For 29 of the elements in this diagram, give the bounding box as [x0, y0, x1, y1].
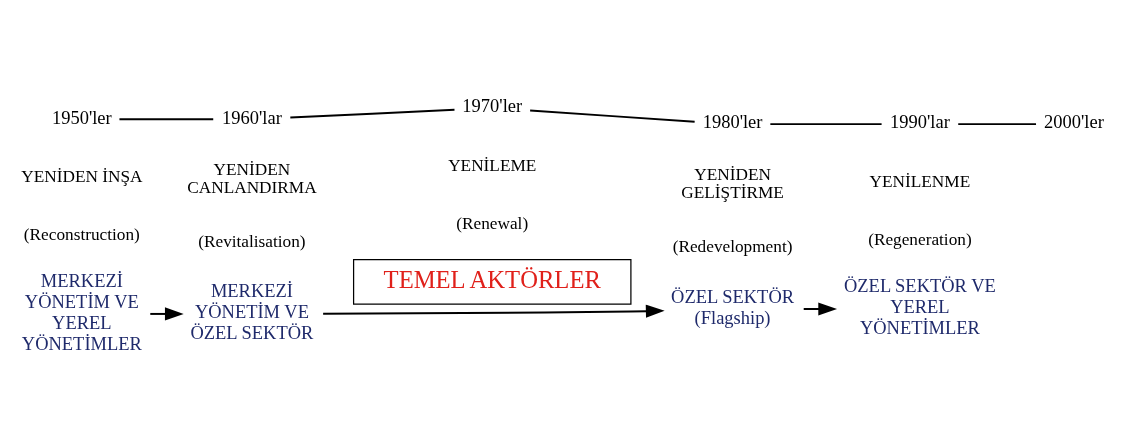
node-text: 1970'ler	[462, 96, 523, 117]
label: YENİLEME	[448, 155, 537, 175]
label: (Reconstruction)	[23, 224, 140, 244]
label: YENİDEN GELİŞTİRME	[681, 164, 784, 203]
label: YENİDEN İNŞA	[21, 166, 143, 186]
label: (Revitalisation)	[198, 232, 306, 252]
node-box: TEMEL AKTÖRLER	[353, 259, 632, 305]
node-text: 1990'lar	[890, 112, 950, 133]
node-text: 1960'lar	[222, 107, 282, 128]
label: YENİDEN CANLANDIRMA	[187, 159, 317, 198]
label: (Renewal)	[456, 213, 529, 233]
node-text: 1950'ler	[51, 107, 112, 128]
connector	[769, 123, 883, 126]
label: (Regeneration)	[868, 229, 972, 249]
connector	[529, 109, 696, 123]
label: YENİLENME	[869, 171, 971, 191]
arrow	[802, 302, 838, 316]
node-text: MERKEZİ YÖNETİM VE ÖZEL SEKTÖR	[190, 281, 314, 344]
connector	[957, 123, 1037, 126]
node-text: MERKEZİ YÖNETİM VE YEREL YÖNETİMLER	[21, 270, 142, 354]
node-text: ÖZEL SEKTÖR (Flagship)	[671, 286, 795, 328]
node-text: ÖZEL SEKTÖR VE YEREL YÖNETİMLER	[843, 276, 996, 339]
label: (Redevelopment)	[672, 236, 793, 256]
arrow	[322, 304, 665, 318]
node-text: 1980'ler	[702, 112, 763, 133]
node-text: 2000'ler	[1044, 112, 1104, 133]
connector	[118, 118, 215, 121]
connector	[289, 108, 456, 119]
arrow	[149, 307, 184, 321]
